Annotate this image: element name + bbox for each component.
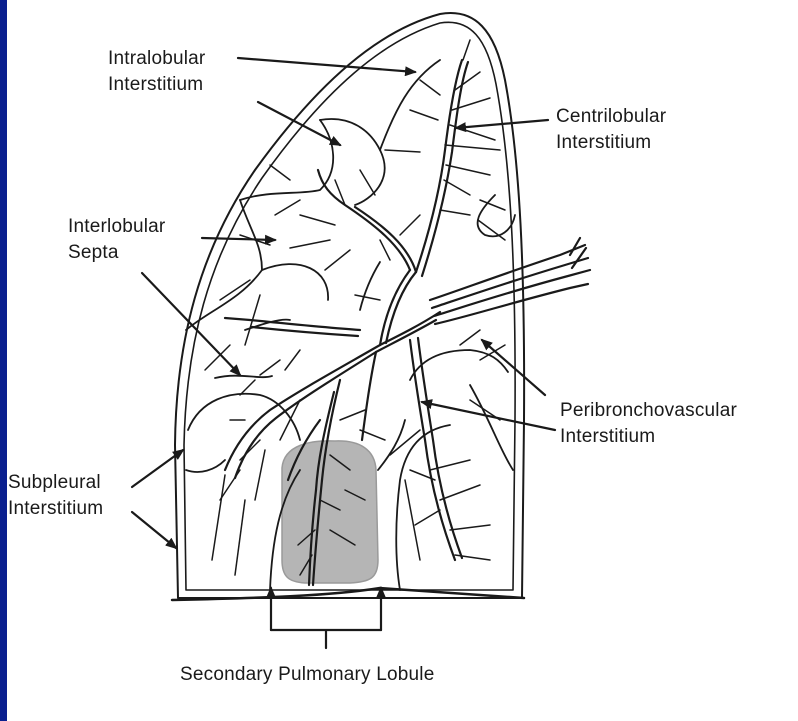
secondary-lobule-shading: [282, 441, 378, 583]
label-peribronchovascular-interstitium: Peribronchovascular Interstitium: [560, 398, 737, 450]
arrow-interlobular-1: [202, 238, 275, 240]
arrow-peribronchovascular-1: [482, 340, 545, 395]
arrow-intralobular-2: [258, 102, 340, 145]
label-intralobular-interstitium: Intralobular Interstitium: [108, 46, 205, 98]
lobule-bracket: [271, 630, 381, 648]
label-centrilobular-interstitium: Centrilobular Interstitium: [556, 104, 666, 156]
label-subpleural-interstitium: Subpleural Interstitium: [8, 470, 103, 522]
label-secondary-pulmonary-lobule: Secondary Pulmonary Lobule: [180, 662, 434, 688]
label-interlobular-septa: Interlobular Septa: [68, 214, 165, 266]
arrow-intralobular-1: [238, 58, 415, 72]
arrow-subpleural-2: [132, 512, 176, 548]
arrow-peribronchovascular-2: [422, 402, 555, 430]
